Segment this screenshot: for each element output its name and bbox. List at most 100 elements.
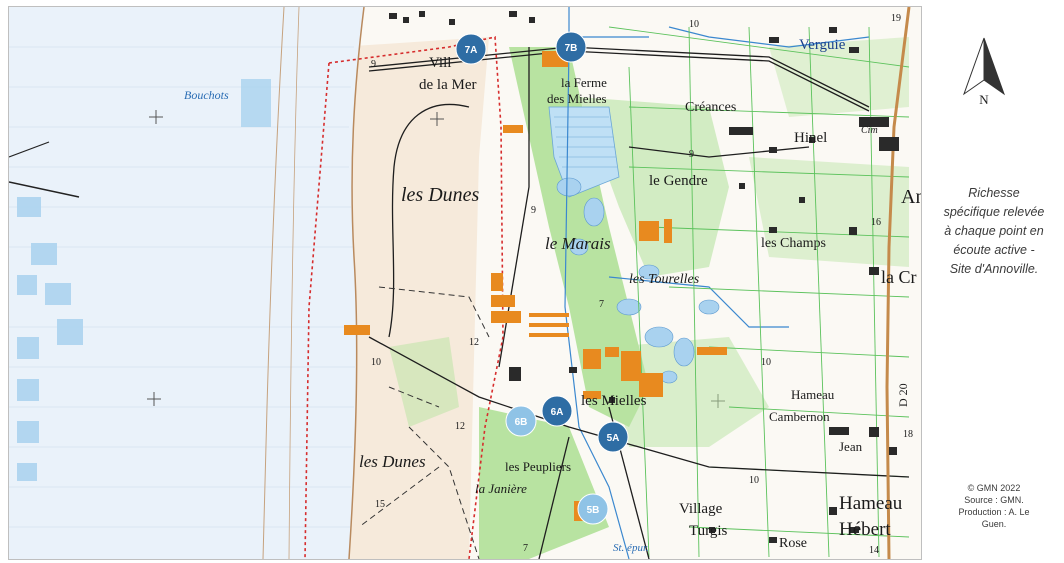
spot-height: 18 — [903, 429, 913, 440]
tracks — [358, 286, 490, 559]
label-rose: Rose — [779, 536, 807, 551]
label-hameau-cambernon: Hameau — [791, 387, 835, 402]
dune-area — [339, 37, 489, 559]
survey-points: 7A 7B 6A 6B 5A 5B — [455, 31, 629, 525]
credits-line: © GMN 2022 — [967, 483, 1021, 493]
label-ferme: des Mielles — [547, 91, 607, 106]
survey-point-6b[interactable]: 6B — [505, 405, 537, 437]
label-les-champs: les Champs — [761, 236, 826, 251]
spot-height: 9 — [531, 205, 536, 216]
survey-point-6a[interactable]: 6A — [541, 395, 573, 427]
spot-height: 9 — [371, 59, 376, 70]
spot-height: 10 — [689, 19, 699, 30]
map-canvas: Vill de la Mer la Ferme des Mielles Créa… — [9, 7, 921, 559]
label-village-mer: de la Mer — [419, 77, 476, 93]
label-d20: D 20 — [896, 383, 910, 407]
label-verguie: Verguie — [799, 37, 846, 53]
buildings — [389, 11, 899, 543]
survey-point-label: 6B — [515, 417, 528, 428]
caption-line: écoute active - — [953, 243, 1035, 257]
label-les-mielles: les Mielles — [581, 393, 647, 409]
label-ferme: la Ferme — [561, 75, 607, 90]
shellfish-beds — [17, 197, 83, 481]
survey-point-7b[interactable]: 7B — [555, 31, 587, 63]
survey-point-label: 5A — [607, 433, 620, 444]
label-an: An — [901, 186, 921, 208]
spot-height: 19 — [891, 13, 901, 24]
spot-height: 7 — [599, 299, 604, 310]
sea-area — [9, 7, 364, 559]
label-bouchots: Bouchots — [184, 88, 229, 102]
ponds — [556, 177, 720, 384]
sea-line — [9, 181, 80, 198]
survey-point-label: 7B — [565, 43, 578, 54]
caption-line: Richesse — [968, 186, 1020, 200]
legend-panel: N Richesse spécifique relevée à chaque p… — [922, 6, 1062, 558]
spot-height: 14 — [869, 545, 879, 556]
field-boundaries — [608, 26, 910, 558]
contour-line — [288, 7, 300, 559]
survey-point-label: 7A — [465, 45, 478, 56]
label-hameau-hebert: Hameau — [839, 493, 903, 514]
shoreline — [348, 7, 365, 559]
survey-point-label: 6A — [551, 407, 564, 418]
label-le-gendre: le Gendre — [649, 173, 708, 189]
north-label: N — [979, 92, 989, 106]
survey-point-marker — [577, 493, 609, 525]
survey-point-label: 5B — [587, 505, 600, 516]
spot-height: 10 — [371, 357, 381, 368]
label-les-peupliers: les Peupliers — [505, 459, 571, 474]
map-caption: Richesse spécifique relevée à chaque poi… — [928, 184, 1060, 279]
label-creances: Créances — [685, 100, 736, 115]
spot-height: 12 — [469, 337, 479, 348]
marsh-hatch — [554, 116, 617, 168]
label-la-cr: la Cr — [881, 267, 917, 287]
label-les-tourelles: les Tourelles — [629, 272, 700, 287]
label-jean: Jean — [839, 439, 863, 454]
spot-height: 10 — [749, 475, 759, 486]
spot-height: 10 — [761, 357, 771, 368]
label-village-mer: Vill — [429, 55, 451, 71]
label-st-epur: St. épur. — [613, 542, 649, 554]
label-les-dunes: les Dunes — [359, 452, 426, 471]
spot-height: 9 — [689, 149, 694, 160]
spot-height: 7 — [523, 543, 528, 554]
sea-hatching — [9, 46, 355, 528]
spot-height: 16 — [871, 217, 881, 228]
label-hinel: Hinel — [794, 130, 827, 146]
survey-point-marker — [597, 421, 629, 453]
label-hameau-cambernon: Cambernon — [769, 409, 830, 424]
survey-point-7a[interactable]: 7A — [455, 33, 487, 65]
label-village-turgis: Village — [679, 501, 723, 517]
site-boundary — [328, 36, 504, 559]
caption-line: à chaque point en — [944, 224, 1044, 238]
label-les-dunes: les Dunes — [401, 184, 480, 206]
label-la-janiere: la Janière — [475, 481, 527, 496]
bouchots-area — [241, 79, 271, 127]
contour-line — [262, 7, 285, 559]
topographic-map[interactable]: Vill de la Mer la Ferme des Mielles Créa… — [8, 6, 922, 560]
label-le-marais: le Marais — [545, 234, 611, 253]
credits-line: Guen. — [981, 519, 1007, 529]
survey-point-5a[interactable]: 5A — [597, 421, 629, 453]
spot-height: 15 — [375, 499, 385, 510]
label-cim: Cim — [861, 125, 878, 136]
survey-point-5b[interactable]: 5B — [577, 493, 609, 525]
label-hameau-hebert: Hébert — [839, 519, 891, 540]
caption-line: spécifique relevée — [943, 205, 1045, 219]
caption-line: Site d'Annoville. — [949, 262, 1039, 276]
spot-height: 12 — [455, 421, 465, 432]
label-village-turgis: Turgis — [689, 523, 728, 539]
north-arrow-icon: N — [963, 37, 1005, 106]
survey-point-marker — [541, 395, 573, 427]
survey-point-marker — [555, 31, 587, 63]
road-d20 — [885, 7, 911, 559]
credits-line: Source : GMN. — [964, 495, 1024, 505]
credits-line: Production : A. Le — [958, 507, 1030, 517]
map-credits: © GMN 2022 Source : GMN. Production : A.… — [928, 482, 1060, 530]
map-labels: Vill de la Mer la Ferme des Mielles Créa… — [184, 13, 921, 556]
sea-line — [9, 141, 50, 158]
survey-point-marker — [505, 405, 537, 437]
survey-point-marker — [455, 33, 487, 65]
